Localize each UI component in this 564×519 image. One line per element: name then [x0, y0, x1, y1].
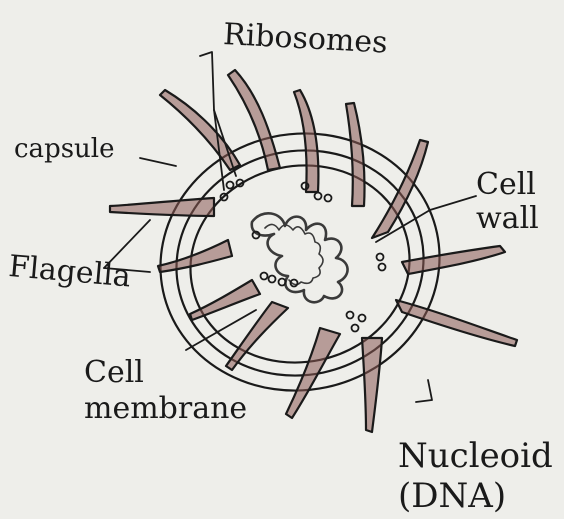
cell-wall-label: Cell wall [476, 168, 539, 236]
flagellum [110, 198, 214, 216]
flagellum [294, 90, 318, 192]
nucleoid-label-line2: (DNA) [398, 476, 553, 516]
cell-membrane-label-line2: membrane [84, 391, 247, 427]
ribosome [377, 254, 384, 261]
flagellum [160, 90, 240, 170]
ribosome [359, 315, 366, 322]
ribosome [352, 325, 359, 332]
flagellum [402, 246, 505, 274]
capsule-label: capsule [14, 136, 115, 162]
ribosome [269, 276, 276, 283]
capsule-leader [140, 158, 176, 166]
ribosome [325, 195, 332, 202]
flagellum [362, 338, 382, 432]
ribosome [315, 193, 322, 200]
cell-membrane-label: Cell membrane [84, 355, 247, 427]
flagellum [228, 70, 280, 170]
ribosomes-label: Ribosomes [222, 20, 388, 59]
ribosome [347, 312, 354, 319]
ribosomes-leader [200, 52, 236, 176]
flagellum [396, 300, 517, 346]
nucleoid-label: Nucleoid (DNA) [398, 436, 553, 516]
cell-membrane-label-line1: Cell [84, 355, 247, 391]
flagellum [286, 328, 340, 418]
cell-wall-label-line1: Cell [476, 168, 539, 202]
nucleoid-label-line1: Nucleoid [398, 436, 553, 476]
ribosome [227, 182, 234, 189]
flagellum [346, 103, 365, 206]
cell-wall-label-line2: wall [476, 202, 539, 236]
ribosome [379, 264, 386, 271]
flagellum [158, 240, 232, 272]
ribosome [261, 273, 268, 280]
nucleoid-leader [416, 380, 432, 402]
